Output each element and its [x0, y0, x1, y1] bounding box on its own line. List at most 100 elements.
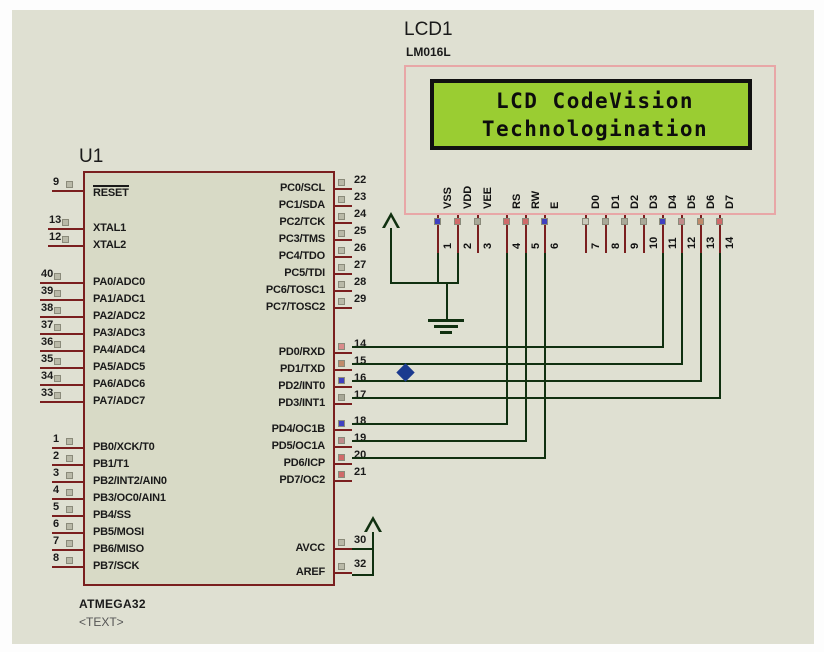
lcd-pin-number: 14 — [724, 236, 736, 249]
mcu-right-pin-stub — [335, 205, 352, 207]
lcd-pin-pad — [454, 218, 461, 225]
mcu-right-pin-number: 20 — [354, 449, 367, 461]
mcu-left-pin-number: 8 — [53, 552, 60, 564]
mcu-left-pin-stub — [40, 333, 83, 335]
mcu-left-pin-stub — [40, 350, 83, 352]
mcu-right-pin-label: PD5/OC1A — [271, 440, 326, 452]
mcu-right-pin-pad — [338, 420, 345, 427]
mcu-left-pin-pad — [66, 506, 73, 513]
mcu-right-pin-label: PC3/TMS — [278, 233, 325, 245]
mcu-left-pin-pad — [62, 236, 69, 243]
mcu-left-pin-number: 34 — [41, 370, 54, 382]
lcd-pin-number: 8 — [610, 242, 622, 249]
lcd-pin-stub — [506, 215, 508, 253]
mcu-right-pin-number: 29 — [354, 293, 367, 305]
lcd-pin-label: D3 — [648, 194, 660, 209]
lcd-pin-pad — [474, 218, 481, 225]
mcu-right-pin-pad — [338, 563, 345, 570]
mcu-right-pin-pad — [338, 281, 345, 288]
mcu-right-pin-label: PD2/INT0 — [278, 380, 325, 392]
mcu-right-pin-label: PD6/ICP — [283, 457, 326, 469]
mcu-right-pin-stub — [335, 572, 352, 574]
net-e-horizontal — [352, 457, 546, 459]
net-rw-horizontal — [352, 440, 527, 442]
lcd-pin-pad — [541, 218, 548, 225]
lcd-pin-stub — [662, 215, 664, 253]
mcu-right-pin-label: PD7/OC2 — [279, 474, 325, 486]
net-vss-drop — [437, 253, 439, 284]
mcu-left-pin-pad — [66, 472, 73, 479]
mcu-left-pin-pad — [66, 523, 73, 530]
mcu-right-pin-pad — [338, 471, 345, 478]
mcu-left-pin-number: 36 — [41, 336, 54, 348]
mcu-right-pin-number: 14 — [354, 338, 367, 350]
mcu-left-pin-number: 6 — [53, 518, 60, 530]
lcd-pin-number: 11 — [667, 237, 679, 249]
mcu-right-pin-label: AREF — [295, 566, 325, 578]
net-e-vertical — [544, 253, 546, 457]
lcd-pin-number: 4 — [511, 242, 523, 249]
mcu-right-pin-pad — [338, 437, 345, 444]
mcu-right-pin-number: 32 — [354, 558, 367, 570]
mcu-left-pin-number: 40 — [41, 268, 54, 280]
mcu-left-pin-stub — [52, 447, 83, 449]
mcu-left-pin-number: 9 — [53, 176, 60, 188]
mcu-left-pin-pad — [54, 358, 61, 365]
mcu-right-pin-stub — [335, 273, 352, 275]
mcu-left-pin-label: PA1/ADC1 — [93, 293, 145, 305]
mcu-right-pin-label: AVCC — [295, 542, 325, 554]
mcu-left-pin-number: 7 — [53, 535, 60, 547]
net-gnd-rail — [390, 282, 458, 284]
mcu-left-pin-stub — [52, 190, 83, 192]
mcu-left-pin-number: 1 — [53, 433, 60, 445]
mcu-right-pin-pad — [338, 247, 345, 254]
mcu-right-pin-pad — [338, 298, 345, 305]
mcu-left-pin-pad — [66, 557, 73, 564]
mcu-left-pin-pad — [54, 375, 61, 382]
lcd-pin-pad — [503, 218, 510, 225]
mcu-left-pin-label: PB1/T1 — [93, 458, 130, 470]
mcu-right-pin-number: 25 — [354, 225, 367, 237]
net-d4-horizontal — [352, 346, 664, 348]
mcu-left-pin-label: XTAL1 — [93, 222, 127, 234]
mcu-right-pin-stub — [335, 386, 352, 388]
page-margin-left — [0, 0, 12, 652]
mcu-left-pin-label: PB4/SS — [93, 509, 131, 521]
lcd-pin-pad — [640, 218, 647, 225]
net-d6-horizontal — [352, 380, 702, 382]
lcd-pin-stub — [457, 215, 459, 253]
mcu-right-pin-label: PD4/OC1B — [271, 423, 326, 435]
lcd-pin-label: D0 — [590, 194, 602, 209]
mcu-left-pin-label: PB5/MOSI — [93, 526, 144, 538]
lcd-pin-stub — [585, 215, 587, 253]
mcu-value-label: ATMEGA32 — [79, 597, 146, 611]
mcu-left-pin-stub — [52, 566, 83, 568]
lcd-pin-stub — [719, 215, 721, 253]
mcu-left-pin-label: PA6/ADC6 — [93, 378, 145, 390]
mcu-left-pin-stub — [40, 316, 83, 318]
mcu-left-pin-pad — [54, 307, 61, 314]
mcu-body[interactable] — [83, 171, 335, 586]
mcu-right-pin-number: 22 — [354, 174, 367, 186]
mcu-right-pin-pad — [338, 264, 345, 271]
mcu-right-pin-stub — [335, 548, 352, 550]
mcu-left-pin-label: PA4/ADC4 — [93, 344, 145, 356]
mcu-left-pin-number: 12 — [49, 231, 62, 243]
lcd-pin-stub — [700, 215, 702, 253]
lcd-pin-number: 12 — [686, 236, 698, 249]
lcd-pin-pad — [602, 218, 609, 225]
net-aref-horizontal — [352, 574, 374, 576]
lcd-pin-number: 5 — [530, 242, 542, 249]
mcu-left-pin-stub — [40, 401, 83, 403]
mcu-right-pin-label: PC2/TCK — [279, 216, 325, 228]
mcu-right-pin-number: 21 — [354, 466, 367, 478]
mcu-right-pin-number: 30 — [354, 534, 367, 546]
mcu-left-pin-pad — [54, 392, 61, 399]
lcd-pin-number: 7 — [590, 242, 602, 249]
net-vss-to-rail — [437, 282, 459, 284]
mcu-right-pin-pad — [338, 343, 345, 350]
mcu-right-pin-pad — [338, 454, 345, 461]
lcd-pin-label: RS — [511, 193, 523, 209]
mcu-left-pin-number: 37 — [41, 319, 54, 331]
mcu-left-pin-label: PB0/XCK/T0 — [93, 441, 155, 453]
